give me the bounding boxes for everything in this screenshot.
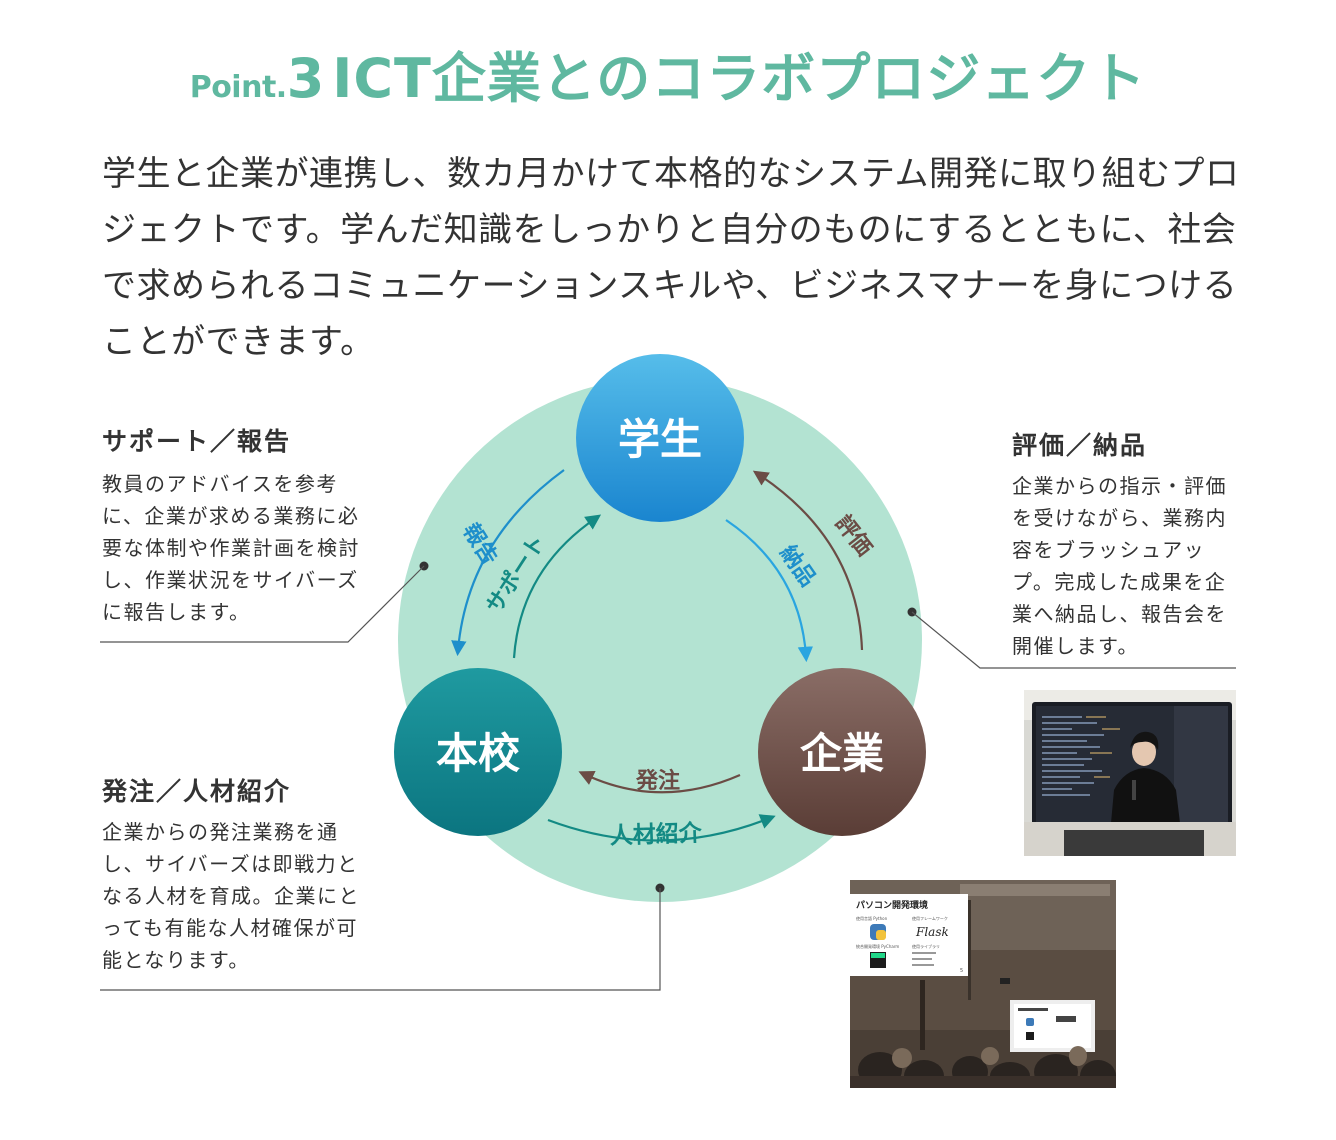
point-label: Point. [189,70,287,105]
arrow-referral [547,814,776,842]
node-company-label: 企業 [800,729,884,778]
node-school [394,668,562,836]
title-main: ICT企業とのコラボプロジェクト [332,47,1147,110]
node-company [758,668,926,836]
arrow-support [512,514,602,659]
arrow-order [578,770,741,794]
note-evaluation-delivery-heading: 評価／納品 [1012,431,1148,460]
main-slide: パソコン開発環境 使用言語 Python 使用フレームワーク Flask 統合開… [856,899,963,974]
point-number: 3 [286,47,325,110]
flask-logo: Flask [915,925,949,939]
photo-presentation [1024,690,1236,856]
node-student [576,354,744,522]
label-referral: 人材紹介 [609,819,703,849]
node-school-label: 本校 [436,729,520,778]
slide-title: パソコン開発環境 [856,899,928,911]
leader-support-report [100,561,429,643]
note-evaluation-delivery-body: 企業からの指示・評価を受けながら、業務内容をブラッシュアップ。完成した成果を企業… [1012,474,1227,658]
photo-classroom: パソコン開発環境 使用言語 Python 使用フレームワーク Flask 統合開… [850,880,1116,1088]
leader-evaluation-delivery [907,607,1236,669]
note-order-referral-heading: 発注／人材紹介 [102,777,292,806]
slide-label-python: 使用言語 Python [856,915,888,921]
label-order: 発注 [635,768,680,794]
arrow-evaluation [752,470,864,651]
slide-label-pycharm: 統合開発環境 PyCharm [856,943,899,949]
node-student-label: 学生 [618,415,702,464]
note-support-report-heading: サポート／報告 [102,427,292,456]
arrow-report [451,469,565,657]
slide-label-library: 使用ライブラリ [912,943,940,949]
slide-page-number: 5 [960,968,963,974]
leader-order-referral [100,883,665,991]
intro-paragraph: 学生と企業が連携し、数カ月かけて本格的なシステム開発に取り組むプロジェクトです。… [102,154,1240,362]
slide-label-framework: 使用フレームワーク [912,915,948,921]
note-order-referral-body: 企業からの発注業務を通し、サイバーズは即戦力となる人材を育成。企業にとっても有能… [102,820,360,972]
arrow-delivery [725,519,814,663]
note-support-report-body: 教員のアドバイスを参考に、企業が求める業務に必要な体制や作業計画を検討し、作業状… [102,472,360,624]
